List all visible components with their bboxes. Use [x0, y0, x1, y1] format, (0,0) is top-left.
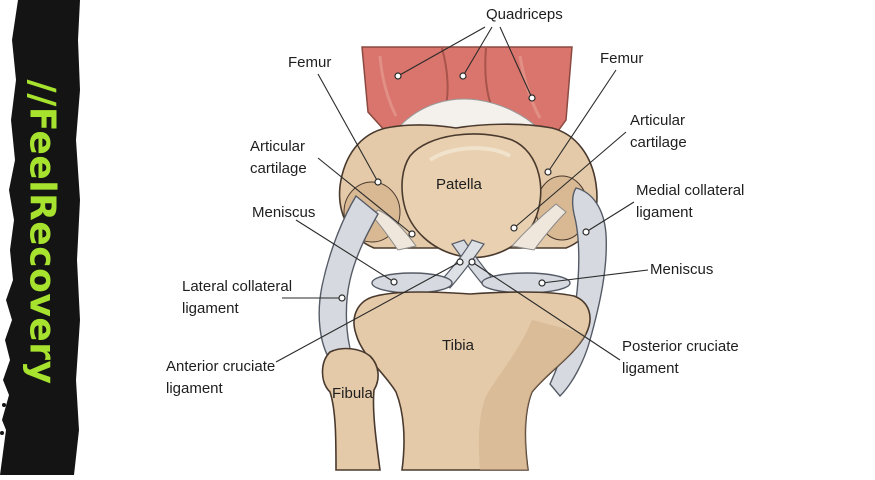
label-patella: Patella [436, 176, 482, 193]
leader-quadriceps-3 [499, 26, 533, 99]
medial-collateral-ligament [549, 187, 608, 398]
dot-medial-collateral [582, 228, 590, 236]
label-articular-cartilage-left: Articular cartilage [250, 138, 307, 177]
dot-femur-right [544, 168, 552, 176]
fibula-bone [321, 347, 381, 471]
leader-articular-right [513, 131, 627, 229]
label-articular-cartilage-right: Articular cartilage [630, 112, 687, 151]
articular-cartilage-right [511, 203, 567, 251]
dot-meniscus-right [538, 279, 546, 287]
dot-quadriceps-2 [459, 72, 467, 80]
brand-band: //FeelRecovery [0, 0, 80, 475]
dot-quadriceps-3 [528, 94, 536, 102]
label-lateral-collateral-ligament: Lateral collateral ligament [182, 278, 293, 317]
label-meniscus-left: Meniscus [252, 204, 316, 221]
leader-femur-left [317, 73, 379, 183]
label-femur-left: Femur [288, 54, 332, 71]
brand-band-shape [0, 0, 80, 475]
label-femur-right: Femur [600, 50, 644, 67]
dot-lateral-collateral [338, 294, 346, 302]
label-medial-collateral-ligament: Medial collateral ligament [636, 182, 745, 221]
leader-meniscus-right [541, 269, 649, 284]
leader-lines [275, 26, 649, 363]
meniscus-right-shape [481, 272, 571, 294]
dot-articular-right [510, 224, 518, 232]
dot-quadriceps-1 [394, 72, 402, 80]
label-anterior-cruciate-ligament: Anterior cruciate ligament [166, 358, 276, 397]
leader-medial-collateral [585, 201, 635, 233]
dot-posterior-cruciate [468, 258, 476, 266]
label-tibia: Tibia [442, 337, 474, 354]
dot-femur-left [374, 178, 382, 186]
leader-posterior-cruciate [471, 261, 621, 361]
patella-highlight [428, 146, 512, 162]
leader-anterior-cruciate [275, 261, 461, 363]
dot-anterior-cruciate [456, 258, 464, 266]
leader-articular-left [317, 157, 413, 235]
leader-quadriceps-1 [397, 26, 486, 77]
leader-dots [338, 72, 590, 302]
label-meniscus-right: Meniscus [650, 261, 714, 278]
leader-meniscus-left [295, 219, 395, 283]
label-posterior-cruciate-ligament: Posterior cruciate ligament [622, 338, 739, 377]
label-quadriceps: Quadriceps [486, 6, 563, 23]
leader-quadriceps-2 [462, 26, 493, 77]
dot-meniscus-left [390, 278, 398, 286]
leader-femur-right [547, 69, 617, 173]
tibia-shading [478, 320, 586, 470]
brand-band-fill [0, 0, 80, 475]
dot-articular-left [408, 230, 416, 238]
label-fibula: Fibula [332, 385, 373, 402]
brand-brush-specks [0, 396, 26, 468]
articular-cartilage-left [371, 209, 417, 251]
